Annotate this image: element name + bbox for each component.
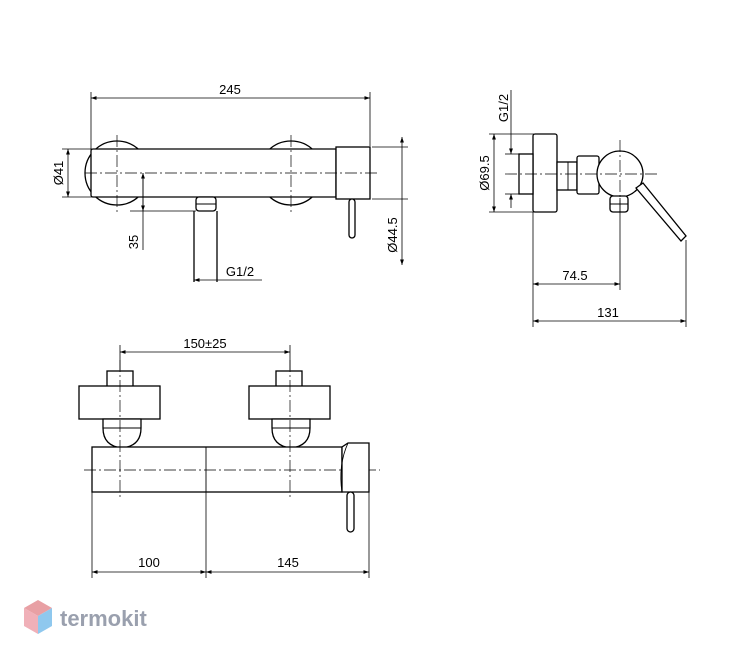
termokit-logo: termokit: [24, 600, 147, 634]
right-spigot: [275, 370, 303, 388]
mixer-body-top: [91, 446, 343, 493]
dim-label-g12-bottom: G1/2: [226, 264, 254, 279]
dim-label-74-5: 74.5: [562, 268, 587, 283]
dim-label-131: 131: [597, 305, 619, 320]
dim-label-44-5: Ø44.5: [385, 217, 400, 252]
top-view: 150±25 100 145: [78, 336, 380, 578]
logo-text: termokit: [60, 606, 147, 631]
side-view: G1/2 Ø69.5 74.5 131: [477, 90, 687, 327]
flange-side: [532, 133, 558, 213]
left-flange-top: [78, 385, 161, 420]
right-flange-top: [248, 385, 331, 420]
dim-label-145: 145: [277, 555, 299, 570]
dim-label-100: 100: [138, 555, 160, 570]
dim-label-150: 150±25: [183, 336, 226, 351]
dim-label-69-5: Ø69.5: [477, 155, 492, 190]
lever-side: [635, 182, 687, 242]
front-view: 245 Ø41 35 G1/2 Ø44.5: [51, 82, 408, 282]
dim-label-g12-side: G1/2: [496, 94, 511, 122]
lever-top: [346, 491, 355, 533]
dim-label-245: 245: [219, 82, 241, 97]
body-neck: [556, 161, 578, 191]
logo-cube-right: [38, 608, 52, 634]
left-union: [102, 418, 142, 449]
dim-label-41: Ø41: [51, 161, 66, 186]
dim-label-35: 35: [126, 235, 141, 249]
cartridge-curve: [340, 442, 349, 493]
cartridge-top: [341, 442, 370, 493]
right-union: [271, 418, 311, 449]
lever-handle: [348, 198, 356, 239]
logo-cube-left: [24, 608, 38, 634]
body-side: [576, 155, 600, 195]
